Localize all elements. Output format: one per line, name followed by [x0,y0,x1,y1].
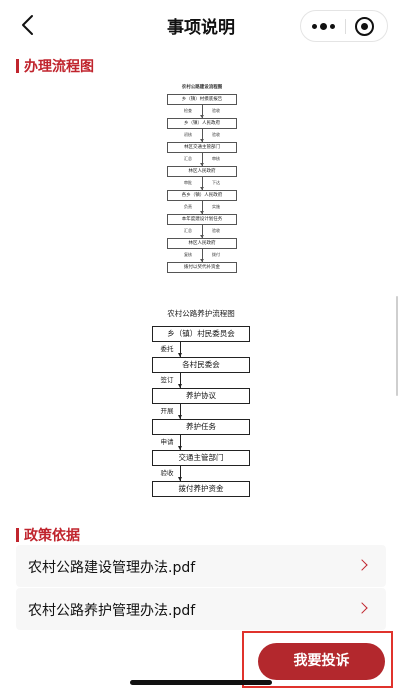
flow-connector: 负责 实施 [140,201,264,214]
flow-label: 汇总 [184,156,192,161]
more-icon[interactable] [301,11,345,41]
flow-label: 检查 [184,108,192,113]
flow-connector: 验收 [128,466,274,481]
close-mini-program-icon[interactable] [355,17,374,36]
flow-label: 开展 [156,408,178,415]
document-name: 农村公路建设管理办法.pdf [28,560,196,576]
construction-flowchart: 农村公路建设流程图 乡（镇）村摸底报告 检查验收 乡（镇）人民政府 初核验收 林… [140,82,264,273]
flowchart-title: 农村公路建设流程图 [181,85,223,90]
page-title: 事项说明 [167,18,235,38]
policy-section-header: 政策依据 [16,525,80,545]
flow-step: 林区交通主管部门 [167,142,237,153]
scrollbar[interactable] [396,296,398,396]
section-marker [16,528,19,542]
flow-step: 拨付以奖代补资金 [167,262,237,273]
flow-label: 验收 [156,470,178,477]
flow-connector: 汇总 审核 [140,153,264,166]
flow-connector: 初核 验收 [140,129,264,142]
flow-label: 验收 [212,108,220,113]
flow-connector: 申请 [128,435,274,450]
flow-label: 汇总 [184,228,192,233]
flow-connector: 复核 拨付 [140,249,264,262]
capsule-divider [345,19,346,34]
mini-program-capsule [300,10,388,42]
home-indicator [130,680,272,685]
flow-connector: 汇总 验收 [140,225,264,238]
flow-connector: 检查 验收 [140,105,264,118]
document-item-construction[interactable]: 农村公路建设管理办法.pdf [16,545,386,587]
flow-step: 林区人民政府 [167,238,237,249]
flow-label: 申请 [156,439,178,446]
flow-section-header: 办理流程图 [16,56,94,76]
flow-step: 各村民委会 [152,357,250,373]
flow-label: 验收 [212,132,220,137]
flow-label: 签订 [156,377,178,384]
flow-step: 乡（镇）村民委员会 [152,326,250,342]
flow-label: 审批 [184,180,192,185]
back-arrow-icon[interactable] [18,13,40,37]
flow-label: 下达 [212,180,220,185]
chevron-right-icon [356,602,368,614]
flowchart-title: 农村公路养护流程图 [167,309,235,318]
flow-step: 养护任务 [152,419,250,435]
flow-step: 养护协议 [152,388,250,404]
flow-step: 拨付养护资金 [152,481,250,497]
complaint-button[interactable]: 我要投诉 [258,643,385,680]
flow-step: 林区人民政府 [167,166,237,177]
flow-step: 乡（镇）人民政府 [167,118,237,129]
navigation-bar: 事项说明 [0,0,402,50]
flow-connector: 委托 [128,342,274,357]
flow-label: 拨付 [212,252,220,257]
flow-label: 委托 [156,346,178,353]
section-title-policy: 政策依据 [24,528,80,544]
flow-connector: 审批 下达 [140,177,264,190]
chevron-right-icon [356,559,368,571]
flow-connector: 签订 [128,373,274,388]
flow-label: 复核 [184,252,192,257]
section-title-flow: 办理流程图 [24,59,94,75]
flow-label: 审核 [212,156,220,161]
highlight-box [242,631,393,688]
flow-step: 本年度建设计划任务 [167,214,237,225]
document-name: 农村公路养护管理办法.pdf [28,603,196,619]
flow-step: 各乡（镇）人民政府 [167,190,237,201]
flow-step: 交通主管部门 [152,450,250,466]
flow-step: 乡（镇）村摸底报告 [167,94,237,105]
flow-label: 实施 [212,204,220,209]
document-item-maintenance[interactable]: 农村公路养护管理办法.pdf [16,588,386,630]
flow-label: 验收 [212,228,220,233]
flow-label: 初核 [184,132,192,137]
flow-connector: 开展 [128,404,274,419]
flow-label: 负责 [184,204,192,209]
section-marker [16,59,19,73]
maintenance-flowchart: 农村公路养护流程图 乡（镇）村民委员会 委托 各村民委会 签订 养护协议 开展 … [128,308,274,497]
